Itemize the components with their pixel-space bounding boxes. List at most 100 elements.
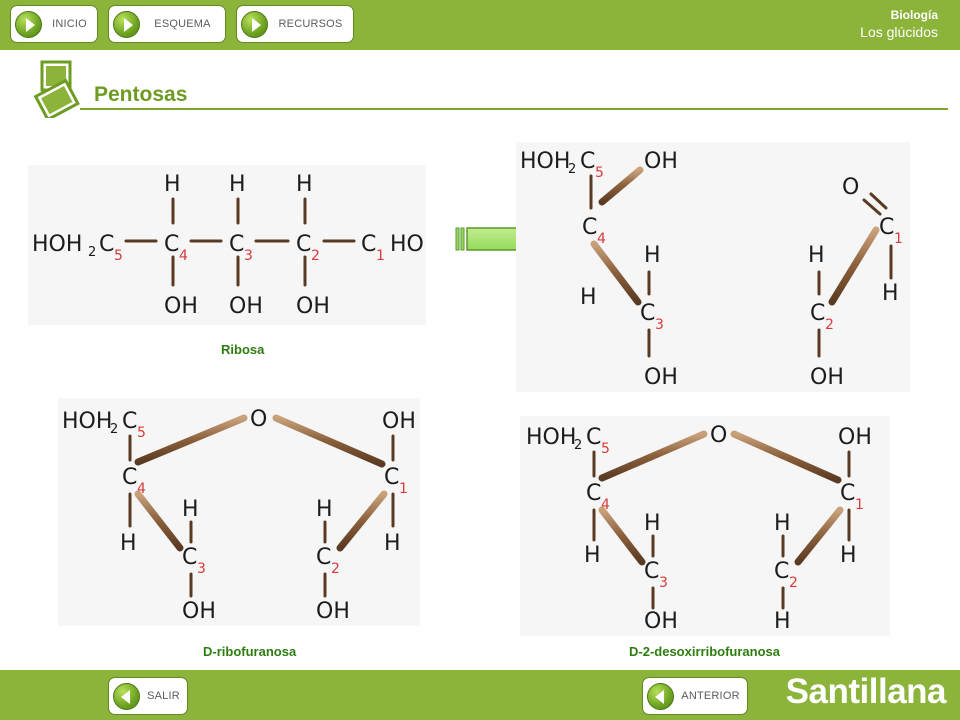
subject-name: Biología: [890, 8, 938, 22]
svg-text:C: C: [644, 559, 659, 584]
svg-text:C: C: [122, 465, 137, 490]
esquema-label: ESQUEMA: [154, 18, 211, 30]
svg-text:C: C: [361, 232, 376, 257]
svg-text:5: 5: [137, 425, 146, 441]
recursos-label: RECURSOS: [278, 18, 343, 30]
svg-text:OH: OH: [644, 149, 678, 174]
svg-text:H: H: [644, 511, 661, 536]
svg-text:OH: OH: [644, 609, 678, 634]
svg-text:HOH: HOH: [526, 425, 576, 450]
back-arrow-icon: [647, 682, 674, 710]
svg-text:H: H: [774, 609, 791, 634]
svg-text:C: C: [582, 215, 597, 240]
ribosa-folding-panel: [516, 142, 910, 392]
svg-text:H: H: [840, 543, 857, 568]
svg-text:C: C: [640, 301, 655, 326]
svg-text:HO: HO: [390, 232, 424, 257]
svg-text:C: C: [164, 232, 179, 257]
svg-text:H: H: [580, 285, 597, 310]
svg-text:H: H: [774, 511, 791, 536]
svg-text:3: 3: [655, 317, 664, 333]
svg-text:H: H: [316, 497, 333, 522]
play-arrow-icon: [15, 10, 42, 38]
svg-text:4: 4: [179, 248, 188, 264]
section-icon: [34, 60, 80, 118]
svg-text:C: C: [774, 559, 789, 584]
svg-text:OH: OH: [382, 409, 416, 434]
svg-text:O: O: [842, 175, 859, 200]
svg-text:C: C: [229, 232, 244, 257]
svg-text:OH: OH: [316, 599, 350, 624]
inicio-button[interactable]: INICIO: [10, 5, 98, 43]
svg-text:2: 2: [789, 575, 798, 591]
svg-text:3: 3: [659, 575, 668, 591]
svg-text:4: 4: [137, 481, 146, 497]
subject-heading: Biología Los glúcidos: [860, 8, 938, 41]
svg-text:OH: OH: [164, 294, 198, 319]
svg-text:1: 1: [376, 248, 385, 264]
svg-text:H: H: [808, 243, 825, 268]
svg-text:OH: OH: [229, 294, 263, 319]
salir-button[interactable]: SALIR: [108, 677, 188, 715]
ribosa-caption: Ribosa: [221, 342, 265, 357]
play-arrow-icon: [241, 10, 268, 38]
svg-text:2: 2: [825, 317, 834, 333]
svg-text:4: 4: [597, 231, 606, 247]
svg-text:H: H: [644, 243, 661, 268]
desoxirribofuranosa-caption: D-2-desoxirribofuranosa: [629, 644, 780, 659]
svg-text:HOH: HOH: [32, 232, 82, 257]
svg-text:C: C: [384, 465, 399, 490]
svg-text:2: 2: [311, 248, 320, 264]
svg-text:C: C: [586, 481, 601, 506]
svg-text:OH: OH: [296, 294, 330, 319]
santillana-logo: Santillana: [785, 672, 947, 711]
title-divider: [80, 108, 948, 110]
inicio-label: INICIO: [52, 18, 87, 30]
svg-text:5: 5: [601, 441, 610, 457]
svg-text:1: 1: [855, 497, 864, 513]
svg-text:1: 1: [894, 231, 903, 247]
svg-text:H: H: [164, 172, 181, 197]
svg-text:C: C: [879, 215, 894, 240]
svg-text:OH: OH: [644, 365, 678, 390]
svg-text:H: H: [882, 281, 899, 306]
svg-text:O: O: [250, 407, 267, 432]
salir-label: SALIR: [147, 690, 180, 702]
svg-text:5: 5: [595, 165, 604, 181]
svg-text:C: C: [810, 301, 825, 326]
svg-text:4: 4: [601, 497, 610, 513]
ribosa-panel: [28, 165, 426, 325]
svg-text:C: C: [586, 425, 601, 450]
svg-text:H: H: [584, 543, 601, 568]
esquema-button[interactable]: ESQUEMA: [108, 5, 226, 43]
svg-text:C: C: [182, 545, 197, 570]
back-arrow-icon: [113, 682, 140, 710]
svg-text:3: 3: [197, 561, 206, 577]
svg-text:OH: OH: [838, 425, 872, 450]
page-title: Pentosas: [94, 83, 188, 106]
anterior-button[interactable]: ANTERIOR: [642, 677, 748, 715]
svg-text:2: 2: [568, 162, 576, 177]
svg-text:C: C: [122, 409, 137, 434]
svg-text:2: 2: [110, 422, 118, 437]
recursos-button[interactable]: RECURSOS: [236, 5, 354, 43]
ribofuranosa-caption: D-ribofuranosa: [203, 644, 297, 659]
svg-text:2: 2: [331, 561, 340, 577]
svg-text:C: C: [99, 232, 114, 257]
svg-text:2: 2: [574, 438, 582, 453]
svg-text:HOH: HOH: [520, 149, 570, 174]
svg-text:OH: OH: [810, 365, 844, 390]
svg-text:HOH: HOH: [62, 409, 112, 434]
svg-text:1: 1: [399, 481, 408, 497]
svg-text:3: 3: [244, 248, 253, 264]
svg-text:OH: OH: [182, 599, 216, 624]
svg-text:C: C: [316, 545, 331, 570]
ribofuranosa-panel: [58, 398, 420, 626]
svg-text:H: H: [296, 172, 313, 197]
svg-text:C: C: [840, 481, 855, 506]
svg-text:H: H: [182, 497, 199, 522]
topic-name: Los glúcidos: [860, 24, 938, 40]
